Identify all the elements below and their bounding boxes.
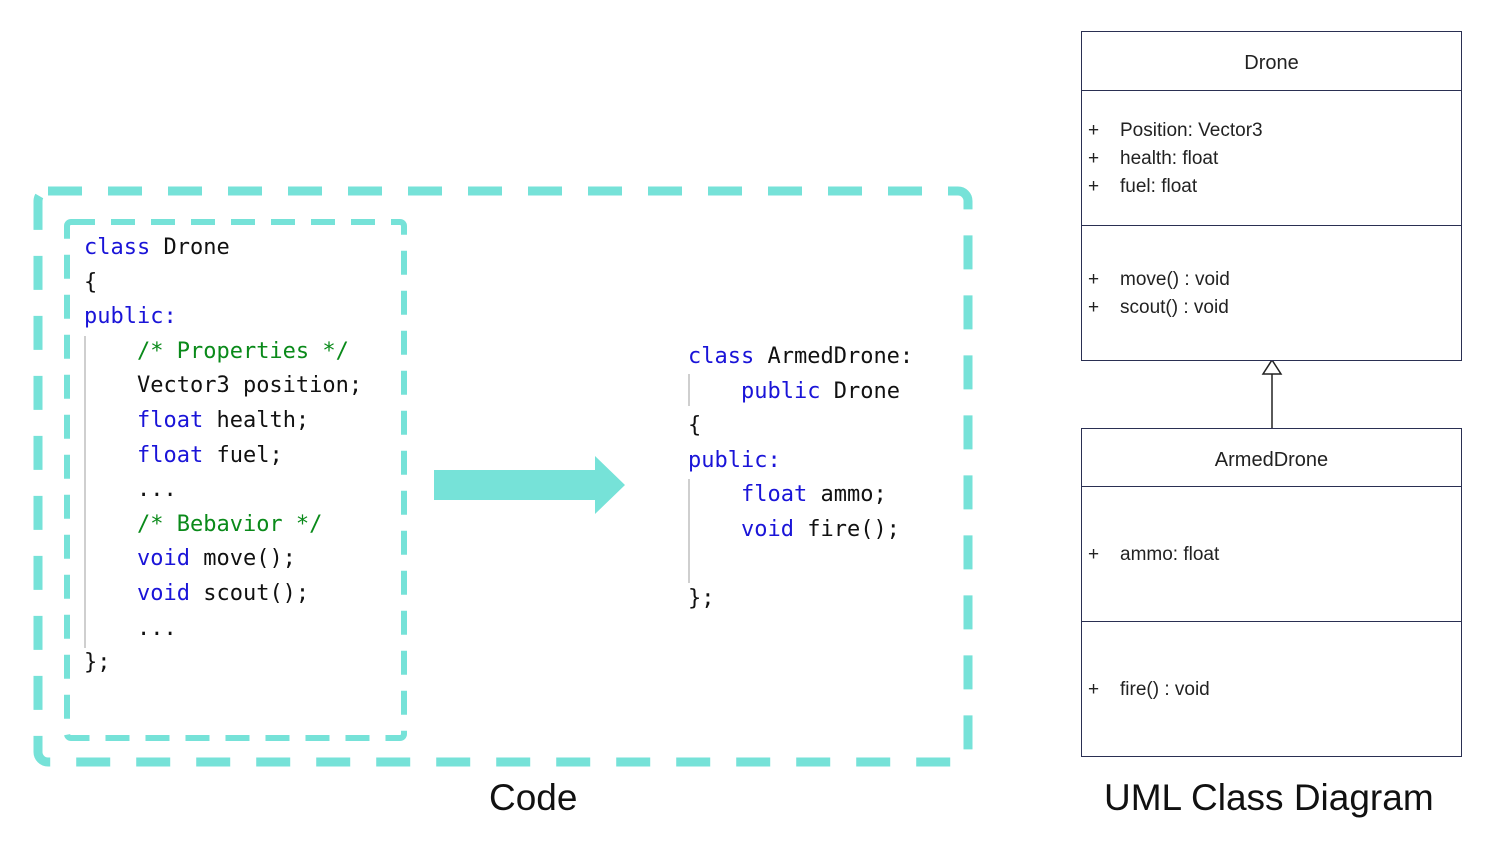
inheritance-arrowhead-icon [1261,358,1283,375]
visibility-marker: + [1088,679,1100,700]
code-panel-outer-frame [33,186,973,767]
code-keyword: public [740,378,821,404]
uml-class-name: Drone [1244,52,1299,74]
code-line: class ArmedDrone: [688,340,913,375]
derived-class-indent-guide-2 [688,479,690,583]
code-line: void scout(); [84,577,362,612]
code-line: float health; [84,404,362,439]
code-text: ... [136,477,177,503]
code-line: { [84,266,362,301]
derived-class-indent-guide-1 [688,374,690,406]
code-text: health; [203,407,310,433]
code-keyword: float [740,482,808,508]
code-keyword: class [688,344,755,369]
code-keyword: void [136,546,190,572]
uml-attribute: + ammo: float [1088,544,1219,566]
uml-attribute: + fuel: float [1088,176,1197,198]
code-line: /* Properties */ [84,335,362,370]
uml-operation: + fire() : void [1088,679,1210,701]
code-text: ... [136,615,177,641]
code-text: ammo; [807,482,887,508]
uml-attributes-section: + ammo: float [1082,486,1461,622]
code-line: public Drone [688,375,913,410]
code-text: }; [688,586,715,612]
code-text: scout(); [189,580,310,606]
transform-arrow-icon [434,456,625,514]
code-keyword: void [740,516,794,542]
visibility-marker: + [1088,269,1100,290]
code-comment: /* Properties */ [136,338,349,364]
code-text: { [688,413,702,439]
code-text: fuel; [203,442,283,468]
attribute-text: fuel: float [1120,176,1198,197]
code-text: fire(); [793,516,900,542]
base-class-indent-guide [84,336,86,648]
derived-class-code: class ArmedDrone: public Drone { public: f… [688,340,913,617]
code-comment: /* Bebavior */ [136,511,323,537]
operation-text: move() : void [1120,269,1230,290]
code-text: move(); [189,546,296,572]
uml-caption: UML Class Diagram [1104,777,1434,818]
code-line: float ammo; [688,478,913,513]
uml-class-name: ArmedDrone [1214,449,1329,471]
attribute-text: health: float [1120,148,1219,169]
visibility-marker: + [1088,148,1100,169]
base-class-code: class Drone { public: /* Properties */ Vec… [84,231,362,681]
code-keyword: float [136,407,204,433]
visibility-marker: + [1088,544,1100,565]
code-text: ArmedDrone: [754,344,914,369]
code-text: Drone [820,378,900,404]
operation-text: fire() : void [1120,679,1210,700]
code-text: Vector3 position; [136,373,363,399]
operation-text: scout() : void [1120,297,1229,318]
uml-operations-section: + move() : void + scout() : void [1082,225,1461,361]
code-line [688,548,913,583]
uml-attribute: + Position: Vector3 [1088,120,1263,142]
uml-attribute: + health: float [1088,148,1218,170]
code-text: }; [84,650,111,676]
code-text: Drone [150,235,230,260]
code-line: { [688,409,913,444]
code-line: public: [688,444,913,479]
code-line: }; [688,582,913,617]
uml-class-drone: Drone + Position: Vector3 + health: float … [1081,31,1462,361]
code-keyword: float [136,442,204,468]
code-line: }; [84,646,362,681]
code-line: void fire(); [688,513,913,548]
code-line: ... [84,473,362,508]
code-line: float fuel; [84,439,362,474]
code-line: Vector3 position; [84,369,362,404]
code-line: class Drone [84,231,362,266]
uml-class-armed-drone: ArmedDrone + ammo: float + fire() : void [1081,428,1462,757]
code-keyword: void [136,580,190,606]
code-line: void move(); [84,542,362,577]
uml-attributes-section: + Position: Vector3 + health: float + fuel:… [1082,90,1461,226]
attribute-text: Position: Vector3 [1120,120,1263,141]
code-line: ... [84,612,362,647]
code-keyword: public: [688,447,781,473]
visibility-marker: + [1088,120,1100,141]
uml-operation: + scout() : void [1088,297,1229,319]
attribute-text: ammo: float [1120,544,1220,565]
code-caption: Code [489,777,578,818]
code-line: public: [84,300,362,335]
uml-operation: + move() : void [1088,269,1230,291]
base-class-frame [64,219,407,741]
code-keyword: public: [84,304,177,330]
code-text: { [84,269,98,295]
code-keyword: class [84,235,151,260]
visibility-marker: + [1088,176,1100,197]
code-line: /* Bebavior */ [84,508,362,543]
visibility-marker: + [1088,297,1100,318]
uml-operations-section: + fire() : void [1082,621,1461,757]
